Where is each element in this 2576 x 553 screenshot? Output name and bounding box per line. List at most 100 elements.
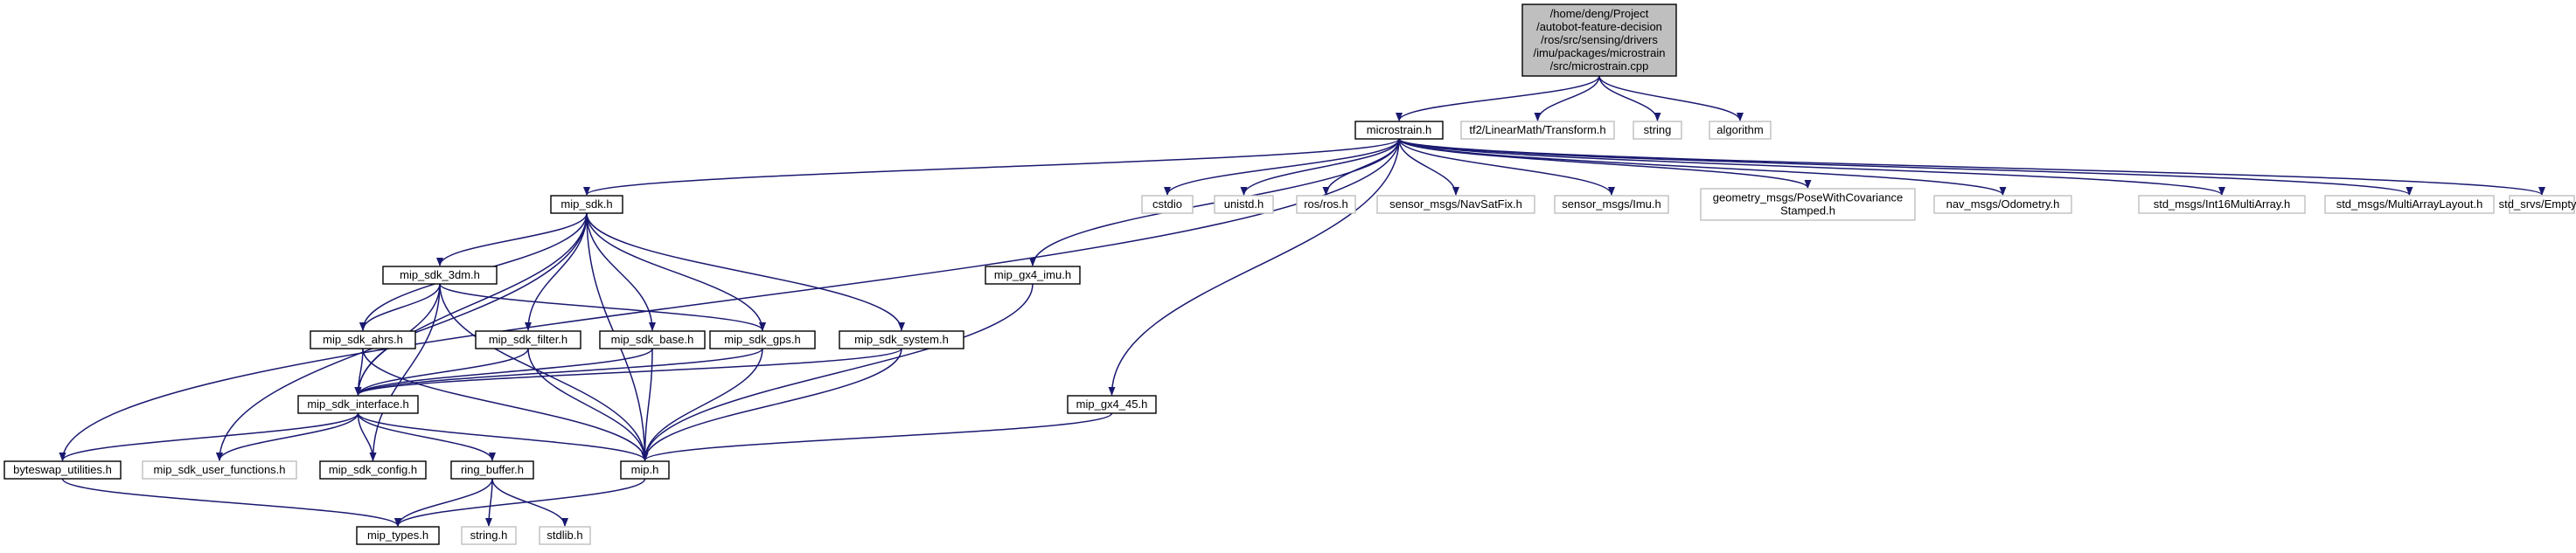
edge-mip_sdk_base-to-mip_sdk_interface [354,348,653,396]
node-box [1709,121,1772,140]
edge-mip_sdk_filter-to-mip_h [527,348,649,461]
node-box [1633,121,1682,140]
node-mip_sdk_3dm[interactable]: mip_sdk_3dm.h [382,266,498,285]
nodes-layer: /home/deng/Project/autobot-feature-decis… [3,3,2576,545]
node-label: /ros/src/sensing/drivers [1541,33,1658,46]
node-label: mip_sdk_3dm.h [400,268,480,281]
node-mip_sdk_system[interactable]: mip_sdk_system.h [839,330,964,349]
node-box [319,460,427,480]
edge-microstrain_h-to-empty_h [1398,138,2545,196]
node-mip_gx4_imu[interactable]: mip_gx4_imu.h [985,266,1081,285]
node-box [599,330,706,349]
node-box [620,460,670,480]
node-mip_sdk_interface[interactable]: mip_sdk_interface.h [297,395,419,414]
node-label: /home/deng/Project [1550,7,1649,20]
node-navsatfix: sensor_msgs/NavSatFix.h [1376,195,1535,214]
edge-microstrain_h-to-multilayout [1398,138,2413,196]
edge-microstrain_h-to-mip_sdk_h [583,138,1400,196]
edge-mip_sdk_3dm-to-mip_h [439,283,649,461]
node-label: /autobot-feature-decision [1536,20,1662,33]
node-ring_buffer[interactable]: ring_buffer.h [450,460,534,480]
edge-microstrain_h-to-posecov [1398,138,1812,189]
edge-microstrain_h-to-byteswap [59,138,1400,461]
edge-mip_sdk_interface-to-ring_buffer [357,412,496,461]
node-posecov: geometry_msgs/PoseWithCovarianceStamped.… [1700,188,1916,221]
node-mip_sdk_gps[interactable]: mip_sdk_gps.h [709,330,816,349]
node-label: ros/ros.h [1304,197,1348,211]
node-label: stdlib.h [547,529,582,542]
edge-ring_buffer-to-mip_types [394,478,493,527]
node-stdlib_h: stdlib.h [539,526,591,545]
node-label: mip_sdk_interface.h [307,397,408,411]
edge-mip_sdk_ahrs-to-mip_h [362,348,649,461]
edge-microstrain_h-to-mip_gx4_45 [1108,138,1400,396]
edge-mip_sdk_base-to-mip_h [641,348,653,461]
node-box [2324,195,2495,214]
node-multilayout: std_msgs/MultiArrayLayout.h [2324,195,2495,214]
node-box [297,395,419,414]
node-ros_h: ros/ros.h [1296,195,1356,214]
node-label: algorithm [1716,123,1763,136]
edge-mip_sdk_3dm-to-mip_sdk_gps [439,283,766,331]
node-box [461,526,517,545]
node-label: mip_gx4_45.h [1076,397,1148,411]
node-box [1067,395,1157,414]
node-label: sensor_msgs/Imu.h [1562,197,1660,211]
node-box [1933,195,2072,214]
edges-layer [59,75,2545,527]
node-box [1554,195,1669,214]
edge-root-to-microstrain_h [1396,75,1600,121]
edge-mip_sdk_h-to-mip_sdk_base [586,212,656,331]
node-box [539,526,591,545]
node-box [550,195,623,214]
node-box [475,330,581,349]
node-algorithm: algorithm [1709,121,1772,140]
node-label: /imu/packages/microstrain [1534,46,1666,59]
edge-microstrain_h-to-navsatfix [1398,138,1459,196]
node-box [1354,121,1444,140]
node-box [3,460,122,480]
node-label: geometry_msgs/PoseWithCovariance [1713,191,1903,204]
node-user_functions: mip_sdk_user_functions.h [142,460,297,480]
edge-mip_sdk_ahrs-to-mip_sdk_interface [354,348,364,396]
node-string_h: string.h [461,526,517,545]
node-imu_h: sensor_msgs/Imu.h [1554,195,1669,214]
node-label: string.h [470,529,508,542]
node-box [709,330,816,349]
node-label: nav_msgs/Odometry.h [1946,197,2060,211]
node-box [1521,3,1677,77]
node-label: mip.h [631,463,659,476]
node-root[interactable]: /home/deng/Project/autobot-feature-decis… [1521,3,1677,77]
edge-microstrain_h-to-odometry [1398,138,2007,196]
edge-microstrain_h-to-cstdio [1164,138,1400,196]
node-microstrain_h[interactable]: microstrain.h [1354,121,1444,140]
node-label: mip_gx4_imu.h [994,268,1071,281]
node-mip_sdk_filter[interactable]: mip_sdk_filter.h [475,330,581,349]
node-mip_sdk_config[interactable]: mip_sdk_config.h [319,460,427,480]
edge-mip_sdk_interface-to-user_functions [216,412,359,461]
edge-mip_h-to-mip_types [394,478,646,527]
node-label: cstdio [1152,197,1182,211]
node-mip_h[interactable]: mip.h [620,460,670,480]
node-mip_sdk_h[interactable]: mip_sdk.h [550,195,623,214]
node-label: string [1644,123,1672,136]
edge-root-to-algorithm [1598,75,1744,121]
edge-mip_sdk_system-to-mip_h [641,348,902,461]
edge-ring_buffer-to-stdlib_h [491,478,568,527]
edge-mip_sdk_h-to-mip_sdk_3dm [436,212,588,266]
edge-mip_sdk_gps-to-mip_sdk_interface [354,348,763,396]
edge-mip_sdk_h-to-mip_sdk_system [586,212,905,331]
node-mip_gx4_45[interactable]: mip_gx4_45.h [1067,395,1157,414]
node-box [985,266,1081,285]
node-byteswap[interactable]: byteswap_utilities.h [3,460,122,480]
edge-mip_sdk_interface-to-byteswap [59,412,359,461]
node-box [2509,195,2575,214]
node-mip_types[interactable]: mip_types.h [356,526,440,545]
edge-microstrain_h-to-unistd_h [1240,138,1400,196]
node-mip_sdk_ahrs[interactable]: mip_sdk_ahrs.h [310,330,416,349]
node-mip_sdk_base[interactable]: mip_sdk_base.h [599,330,706,349]
node-int16multi: std_msgs/Int16MultiArray.h [2138,195,2306,214]
node-label: byteswap_utilities.h [13,463,112,476]
node-box [1376,195,1535,214]
node-label: ring_buffer.h [461,463,524,476]
